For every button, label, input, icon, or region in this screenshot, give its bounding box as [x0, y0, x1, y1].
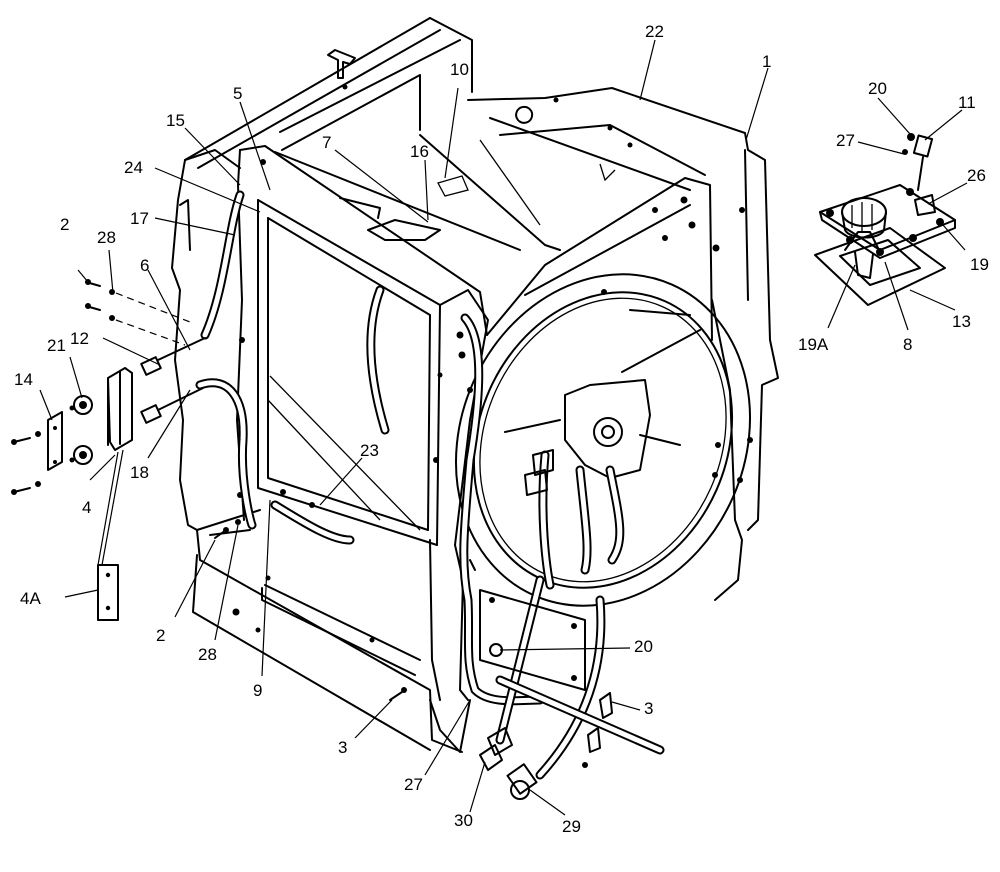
callout-11: 11 [958, 93, 976, 112]
callout-10: 10 [450, 60, 469, 79]
callout-13: 13 [952, 312, 971, 331]
callout-4: 4 [82, 498, 91, 517]
hoses [195, 190, 665, 780]
callout-8: 8 [903, 335, 912, 354]
callout-24: 24 [124, 158, 143, 177]
callout-4a: 4A [20, 589, 41, 608]
callout-17: 17 [130, 209, 149, 228]
callout-27-top: 27 [836, 131, 855, 150]
callout-27-bottom: 27 [404, 775, 423, 794]
callout-15: 15 [166, 111, 185, 130]
callout-23: 23 [360, 441, 379, 460]
callout-29: 29 [562, 817, 581, 836]
callout-3-left: 3 [338, 738, 347, 757]
callout-3-right: 3 [644, 699, 653, 718]
housing-frame-icon [171, 17, 779, 753]
callout-labels: 1 22 20 11 27 26 19 13 19A 8 10 5 15 7 1… [14, 22, 989, 836]
left-exploded-parts [11, 279, 407, 701]
callout-6: 6 [140, 256, 149, 275]
callout-12: 12 [70, 329, 89, 348]
leader-lines [39, 39, 968, 816]
callout-7: 7 [322, 133, 331, 152]
callout-28-top: 28 [97, 228, 116, 247]
callout-18: 18 [130, 463, 149, 482]
callout-16: 16 [410, 142, 429, 161]
callout-21: 21 [47, 336, 66, 355]
callout-2-bottom: 2 [156, 626, 165, 645]
callout-19: 19 [970, 255, 989, 274]
callout-28-bottom: 28 [198, 645, 217, 664]
callout-2-top: 2 [60, 215, 69, 234]
filter-assembly-icon [814, 133, 956, 306]
callout-22: 22 [645, 22, 664, 41]
callout-20-top: 20 [868, 79, 887, 98]
callout-19a: 19A [798, 335, 829, 354]
callout-26: 26 [967, 166, 986, 185]
callout-20-bottom: 20 [634, 637, 653, 656]
callout-14: 14 [14, 370, 33, 389]
callout-9: 9 [253, 681, 262, 700]
hose-fittings [479, 692, 613, 800]
callout-1: 1 [762, 52, 771, 71]
callout-30: 30 [454, 811, 473, 830]
callout-5: 5 [233, 84, 242, 103]
